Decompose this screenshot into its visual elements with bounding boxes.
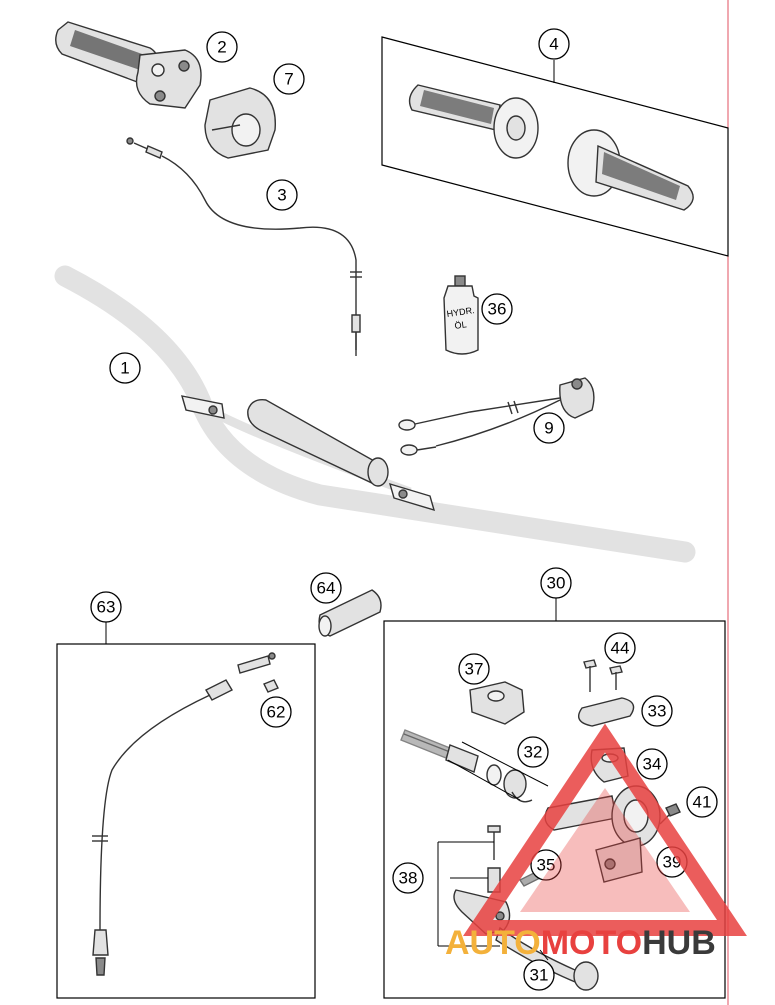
callout-31: 31 — [523, 959, 555, 991]
hydraulic-oil-bottle: HYDR. ÖL — [443, 275, 479, 355]
callout-35: 35 — [530, 849, 562, 881]
svg-text:31: 31 — [530, 966, 549, 985]
callout-30: 30 — [540, 567, 572, 599]
bottle-label-line1: HYDR. — [446, 305, 475, 319]
svg-text:36: 36 — [488, 300, 507, 319]
cover-plate-part — [578, 697, 635, 727]
callout-34: 34 — [636, 748, 668, 780]
svg-text:44: 44 — [611, 639, 630, 658]
left-grip-part — [408, 84, 539, 159]
clutch-cable-part — [92, 652, 276, 976]
callout-62: 62 — [260, 696, 292, 728]
svg-text:34: 34 — [643, 755, 662, 774]
callout-64: 64 — [310, 572, 342, 604]
watermark-auto: AUTO — [445, 924, 541, 962]
callout-38: 38 — [392, 862, 424, 894]
clutch-cable-box — [56, 643, 316, 999]
callout-3: 3 — [266, 179, 298, 211]
callout-41: 41 — [686, 786, 718, 818]
svg-text:32: 32 — [524, 743, 543, 762]
kill-switch-part — [398, 377, 595, 456]
svg-text:62: 62 — [267, 703, 286, 722]
svg-text:2: 2 — [217, 38, 226, 57]
callout-2: 2 — [206, 31, 238, 63]
throttle-cable-part — [126, 137, 362, 356]
watermark-hub: HUB — [642, 924, 716, 962]
svg-text:41: 41 — [693, 793, 712, 812]
svg-text:63: 63 — [97, 598, 116, 617]
callout-4: 4 — [538, 28, 570, 60]
reservoir-cap-part — [469, 681, 525, 725]
callout-1: 1 — [109, 352, 141, 384]
clutch-master-box — [383, 620, 726, 999]
svg-text:AUTOMOTOHUB: AUTOMOTOHUB — [445, 924, 716, 962]
svg-text:9: 9 — [544, 419, 553, 438]
svg-text:64: 64 — [317, 579, 336, 598]
callout-63: 63 — [90, 591, 122, 623]
grips-box — [381, 36, 729, 257]
adjuster-nut-part — [263, 679, 279, 693]
callout-9: 9 — [533, 412, 565, 444]
callout-7: 7 — [273, 63, 305, 95]
piston-kit-part — [400, 729, 549, 803]
svg-text:33: 33 — [648, 702, 667, 721]
handlebar-part — [54, 265, 696, 563]
right-grip-part — [567, 129, 694, 211]
callout-36: 36 — [481, 293, 513, 325]
callout-37: 37 — [458, 653, 490, 685]
throttle-grip-part — [55, 21, 202, 109]
svg-text:1: 1 — [120, 359, 129, 378]
throttle-cover-part — [204, 87, 276, 159]
svg-text:35: 35 — [537, 856, 556, 875]
automotohub-watermark: AUTOMOTOHUB — [445, 723, 747, 962]
svg-text:4: 4 — [549, 35, 558, 54]
bottle-label-line2: ÖL — [454, 319, 467, 331]
callout-33: 33 — [641, 695, 673, 727]
svg-text:37: 37 — [465, 660, 484, 679]
cover-screws-part — [583, 659, 623, 692]
lever-cap-part — [318, 589, 382, 637]
svg-text:7: 7 — [284, 70, 293, 89]
svg-text:30: 30 — [547, 574, 566, 593]
callout-32: 32 — [517, 736, 549, 768]
watermark-moto: MOTO — [541, 924, 642, 962]
svg-text:38: 38 — [399, 869, 418, 888]
callout-44: 44 — [604, 632, 636, 664]
svg-text:3: 3 — [277, 186, 286, 205]
